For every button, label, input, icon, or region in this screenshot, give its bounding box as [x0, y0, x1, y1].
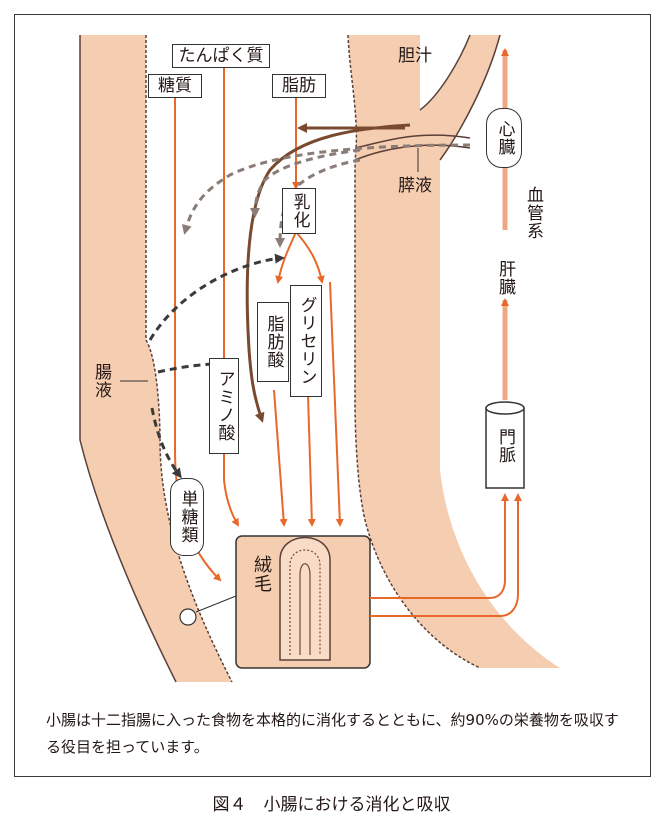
- glycerin-arrow-1: [307, 394, 316, 527]
- portal-vein-top: [485, 401, 525, 415]
- glycerin-label: グリセリン: [290, 285, 322, 397]
- pancreatic-duct: [354, 134, 471, 149]
- amino-acid-label: アミノ酸: [209, 358, 239, 454]
- emulsification-label: 乳化: [282, 188, 316, 234]
- villus-capillary: [289, 549, 321, 655]
- pancreatic-arrow-1: [181, 143, 471, 235]
- fat-label: 脂肪: [272, 74, 326, 98]
- villus-to-portal-arrow-2: [370, 493, 522, 617]
- description-text: 小腸は十二指腸に入った食物を本格的に消化するとともに、約90%の栄養物を吸収する…: [46, 711, 619, 756]
- figure-caption: 図４ 小腸における消化と吸収: [212, 795, 451, 815]
- intestinal-juice-arrow-1: [148, 253, 285, 341]
- villus-callout-ring: [179, 608, 197, 626]
- intestinal-juice-arrow-2: [157, 359, 221, 374]
- heart-label: 心臓: [486, 108, 522, 168]
- portal-vein-cylinder: [485, 407, 525, 489]
- right-intestine-wall: [348, 35, 560, 668]
- liver-label: 肝臓: [495, 258, 515, 298]
- right-wall-outline: [347, 34, 481, 669]
- glycerin-arrow-2: [329, 281, 344, 527]
- villus-label: 絨毛: [251, 555, 272, 593]
- pancreatic-arrow-3: [275, 158, 361, 248]
- sugar-label: 糖質: [148, 74, 202, 98]
- protein-arrow: [223, 62, 240, 527]
- intestinal-juice-label: 腸液: [91, 363, 111, 399]
- vascular-system-label: 血管系: [523, 186, 543, 240]
- emulsified-arrow-right: [295, 231, 325, 284]
- villus-callout: [195, 595, 237, 613]
- pancreatic-juice-label: 膵液: [398, 176, 432, 196]
- portal-vein-label: 門脈: [495, 428, 515, 464]
- protein-label: たんぱく質: [172, 44, 270, 68]
- intestinal-juice-arrow-3: [150, 407, 182, 479]
- emulsified-arrow-left: [275, 231, 297, 284]
- left-intestine-wall: [80, 35, 232, 682]
- villus-shape: [279, 536, 331, 661]
- left-wall-outline: [79, 35, 177, 683]
- fatty-acid-label: 脂肪酸: [257, 302, 289, 382]
- pancreatic-arrow-2: [250, 148, 361, 218]
- villus-to-portal-arrow-1: [370, 493, 509, 599]
- fatty-acid-arrow: [273, 389, 288, 527]
- bile-label: 胆汁: [398, 46, 432, 66]
- villus-lacteal: [299, 563, 311, 655]
- left-wall-inner-edge: [145, 35, 233, 683]
- monosaccharide-label: 単糖類: [170, 478, 204, 556]
